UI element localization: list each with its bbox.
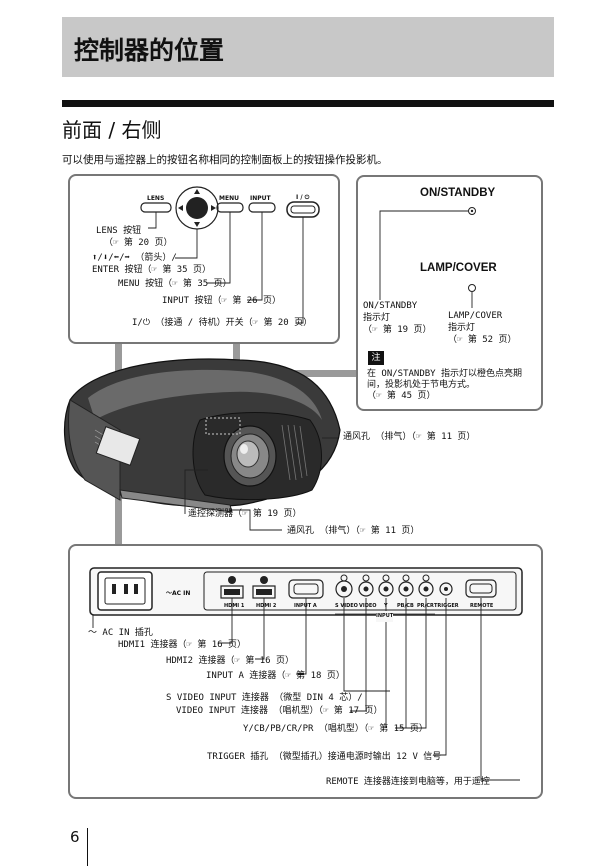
input-button-label: INPUT [250, 195, 271, 202]
callout-enter: ENTER 按钮（☞ 第 35 页） [92, 265, 212, 275]
s-video-port-label: S VIDEO [335, 603, 358, 609]
power-button-label: I / ⏻ [296, 194, 310, 201]
vent-bottom-label: 通风孔 （排气）（☞ 第 11 页） [287, 526, 420, 536]
callout-hdmi2: HDMI2 连接器（☞ 第 16 页） [166, 656, 295, 666]
on-standby-title: ON/STANDBY [420, 187, 496, 199]
callout-hdmi1: HDMI1 连接器（☞ 第 16 页） [118, 640, 247, 650]
input-group-label: INPUT [376, 611, 394, 622]
section-title: 前面 / 右侧 [62, 118, 162, 142]
remote-sensor-label: 遥控探测器（☞ 第 19 页） [188, 509, 302, 519]
callout-ypbpr: Y/CB/PB/CR/PR （唱机型）（☞ 第 15 页） [243, 724, 428, 734]
callout-trigger: TRIGGER 插孔 （微型插孔）接通电源时输出 12 V 信号 [207, 752, 442, 762]
header-band [62, 17, 554, 77]
video-port-label: VIDEO [359, 603, 377, 609]
hdmi1-port-label: HDMI 1 [224, 603, 245, 609]
callout-menu: MENU 按钮（☞ 第 35 页） [118, 279, 232, 289]
note-text: 在 ON/STANDBY 指示灯以橙色点亮期 间，投影机处于节电方式。 （☞ 第… [367, 369, 523, 401]
callout-s-video: S VIDEO INPUT 连接器 （微型 DIN 4 芯）/ [166, 693, 363, 703]
callout-remote: REMOTE 连接器连接到电脑等，用于遥控 [326, 777, 490, 787]
lens-button-label: LENS [147, 195, 165, 202]
callout-lens-page: （☞ 第 20 页） [104, 238, 173, 248]
remote-port-label: REMOTE [470, 603, 494, 609]
callout-input-a: INPUT A 连接器（☞ 第 18 页） [206, 671, 345, 681]
callout-video: VIDEO INPUT 连接器 （唱机型）（☞ 第 17 页） [176, 706, 383, 716]
callout-ac-in: ～ AC IN 插孔 [88, 628, 153, 638]
lamp-cover-indicator-label: LAMP/COVER 指示灯 （☞ 第 52 页） [448, 311, 517, 345]
intro-text: 可以使用与遥控器上的按钮名称相同的控制面板上的按钮操作投影机。 [62, 154, 388, 166]
page-number-bar [87, 828, 88, 866]
section-rule [62, 100, 554, 107]
input-a-port-label: INPUT A [294, 603, 317, 609]
pb-port-label: PB/CB [397, 603, 414, 609]
callout-power: I/⏻ （接通 / 待机）开关（☞ 第 20 页） [132, 318, 313, 328]
indicators-box [356, 175, 543, 411]
on-standby-indicator-label: ON/STANDBY 指示灯 （☞ 第 19 页） [363, 301, 432, 335]
trigger-port-label: TRIGGER [434, 603, 459, 609]
callout-arrows: ⬆/⬇/⬅/➡ （箭头）/ [92, 253, 177, 263]
menu-button-label: MENU [219, 195, 239, 202]
ac-in-port-label: ～AC IN [166, 590, 191, 597]
page-number: 6 [70, 828, 80, 846]
callout-input: INPUT 按钮（☞ 第 26 页） [162, 296, 282, 306]
pr-port-label: PR/CR [417, 603, 434, 609]
note-badge: 注 [368, 351, 384, 365]
y-port-label: Y [384, 603, 388, 609]
page-title: 控制器的位置 [74, 36, 225, 65]
vent-top-label: 通风孔 （排气）（☞ 第 11 页） [343, 432, 476, 442]
lamp-cover-title: LAMP/COVER [420, 262, 497, 274]
hdmi2-port-label: HDMI 2 [256, 603, 277, 609]
callout-lens: LENS 按钮 [96, 226, 142, 236]
